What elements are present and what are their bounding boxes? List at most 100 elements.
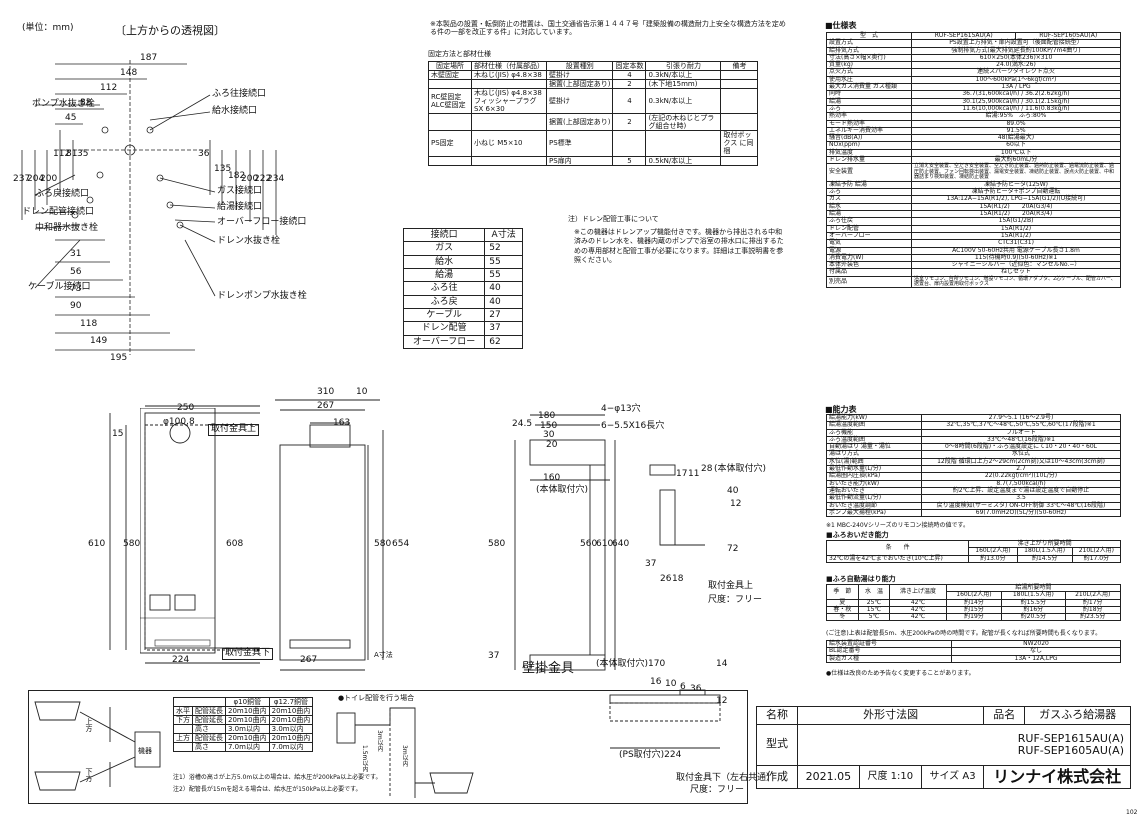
spec-value: シャイニーシルバー（近似色：マンセルNo.−）: [911, 261, 1121, 270]
tb-size: サイズ A3: [920, 764, 985, 790]
side-w163: 163: [333, 418, 351, 428]
fix-h1: 部材仕様（付属部品）: [471, 60, 547, 72]
spec-model: RUF-SEP1615AU(A): [910, 31, 1017, 41]
pipe-cell: 3.0m以内: [268, 724, 314, 735]
fix-table: 固定場所 部材仕様（付属部品） 設置種別 固定本数 引張り耐力 備考 木壁固定 …: [428, 60, 759, 166]
fix-cell: 壁掛け: [545, 70, 614, 81]
tb-scale-value: 1:10: [890, 771, 914, 783]
oidaki-val: 約17.0分: [1071, 554, 1122, 563]
fix-cell: PS固定: [428, 130, 472, 157]
dim-237: 237: [13, 174, 31, 184]
dim-149: 149: [90, 336, 108, 346]
pipe-up: 上方: [85, 718, 93, 732]
spec-label: 付属品: [826, 268, 912, 277]
trap-title: ●トイレ配管を行う場合: [338, 694, 415, 702]
br-d10: 10: [665, 679, 677, 689]
cap-value: 水位式: [921, 450, 1121, 459]
br-hole1: 4−φ13穴: [601, 404, 641, 414]
front-h608: 608: [226, 539, 244, 549]
br-d40: 40: [727, 486, 739, 496]
front-h580: 580: [123, 539, 141, 549]
tb-model-label: 型式: [756, 723, 798, 766]
side-a-dim: A寸法: [374, 651, 393, 659]
lower-bracket-drawing: [609, 694, 721, 749]
conn-val: 40: [484, 281, 523, 296]
tb-models: RUF-SEP1615AU(A) RUF-SEP1605AU(A): [797, 723, 1131, 766]
dim-135: 135: [214, 164, 232, 174]
oidaki-col: 180L(1.5人用): [1016, 547, 1073, 556]
pipe-down: 下方: [85, 768, 93, 782]
front-bracket-bottom: 取付金具下: [222, 648, 274, 660]
cap-label: 給湯温度範囲: [826, 421, 922, 430]
dim-90: 90: [70, 301, 82, 311]
conn-val: 52: [484, 241, 523, 256]
oidaki-title: ■ふろおいだき能力: [826, 531, 889, 539]
fix-cell: 5: [612, 155, 647, 166]
conn-name: 給湯: [402, 268, 486, 283]
spec-label: 安全装置: [826, 163, 912, 182]
br-hole2: 6−5.5X16長穴: [601, 421, 665, 431]
label-pump: ポンプ水抜き栓: [32, 99, 95, 109]
dim-200r: 200: [241, 174, 259, 184]
conn-val: 55: [484, 254, 523, 270]
fix-cell: 0.3kN/本以上: [645, 88, 722, 115]
dim-112: 112: [100, 83, 118, 93]
reg-value: 13A・12A,LPG: [951, 654, 1121, 663]
spec-label: 熱効率: [826, 112, 912, 121]
af-col: 180L(1.5人用): [1001, 591, 1066, 600]
fix-cell: 取付ボックス に同梱: [720, 130, 759, 157]
oidaki-table: 条 件 沸き上がり所要時間 160L(2人用) 180L(1.5人用) 210L…: [825, 539, 1122, 563]
tb-date: 2021.05: [797, 764, 860, 790]
af-cell: 約23.5分: [1064, 613, 1121, 622]
br-d28: 28: [701, 464, 713, 474]
cap-value: 22(0.22kgf/cm²)(10L/分): [921, 472, 1121, 481]
label-gas: ガス接続口: [217, 186, 263, 196]
br-lower: 取付金具下（左右共通）: [676, 773, 776, 783]
oidaki-val: 約14.5分: [1016, 554, 1073, 563]
conn-name: オーバーフロー: [402, 334, 486, 350]
tb-model-2: RUF-SEP1605AU(A): [1017, 743, 1124, 757]
fix-cell: PS標準: [545, 130, 614, 157]
reg-label: 製造ガス種: [826, 654, 952, 663]
cap-value: 約2℃上昇、設定温度まで湯は設定温度で自動停止: [921, 486, 1121, 496]
side-w267b: 267: [300, 655, 318, 665]
dim-56: 56: [70, 267, 82, 277]
cap-value: 12段階 循環口上方2〜29cm(2cm刻)又は10〜43cm(3cm刻): [921, 457, 1121, 467]
piping-panel: [28, 690, 748, 804]
label-water: 給水接続口: [212, 106, 258, 116]
fix-table-title: 固定方法と部材仕様: [428, 50, 491, 58]
autofill-table: 季 節 水 温 沸き上げ温度 給湯所要時間 160L(2人用) 180L(1.5…: [826, 583, 1122, 622]
br-scale2: 尺度：フリー: [690, 785, 745, 795]
conn-name: ガス: [402, 241, 486, 256]
conn-val: 27: [484, 308, 523, 323]
spec-value: CTC31(C31): [911, 239, 1121, 248]
spec-value: ねじセット: [911, 268, 1121, 277]
conn-val: 37: [484, 321, 523, 336]
trap-h2: 3m以内: [376, 730, 383, 752]
br-d72: 72: [727, 544, 739, 554]
tb-scale: 尺度 1:10: [858, 764, 922, 790]
autofill-note: (ご注意)上表は配管長5m、水圧200kPaの時の時間です。配管が長くなれば所要…: [826, 630, 1102, 637]
af-h: 季 節: [826, 584, 859, 600]
fix-cell: 木壁固定: [428, 70, 472, 81]
cap-value: 27.9〜5.1 (16〜2.9号): [921, 413, 1121, 423]
unit-label: (単位：mm): [22, 23, 74, 33]
fix-cell: RC壁固定 ALC壁固定: [428, 88, 472, 115]
fix-cell: [720, 113, 759, 132]
fix-cell: [471, 155, 547, 166]
installation-notice: ※本製品の設置・転倒防止の措置は、国土交通省告示第１４４７号「建築設備の構造耐力…: [430, 20, 786, 37]
fix-cell: [428, 113, 472, 132]
label-furo-in: ふろ往接続口: [212, 89, 267, 99]
conn-h1: A寸法: [484, 227, 523, 243]
br-d14: 14: [716, 659, 728, 669]
front-w250: 250: [177, 403, 195, 413]
page-number: 102: [1126, 809, 1138, 816]
fix-cell: 据置(上部固定あり): [545, 113, 614, 132]
drain-note-title: 注）ドレン配管工事について: [568, 215, 659, 223]
fix-cell: [720, 70, 759, 81]
fix-cell: [720, 88, 759, 115]
pipe-note-2: 注2）配管長が15mを超える場合は、給水圧が150kPa以上必要です。: [173, 786, 362, 793]
side-view-drawing: [275, 399, 384, 671]
reg-label: BL認定番号: [826, 647, 952, 656]
dim-31: 31: [70, 249, 82, 259]
